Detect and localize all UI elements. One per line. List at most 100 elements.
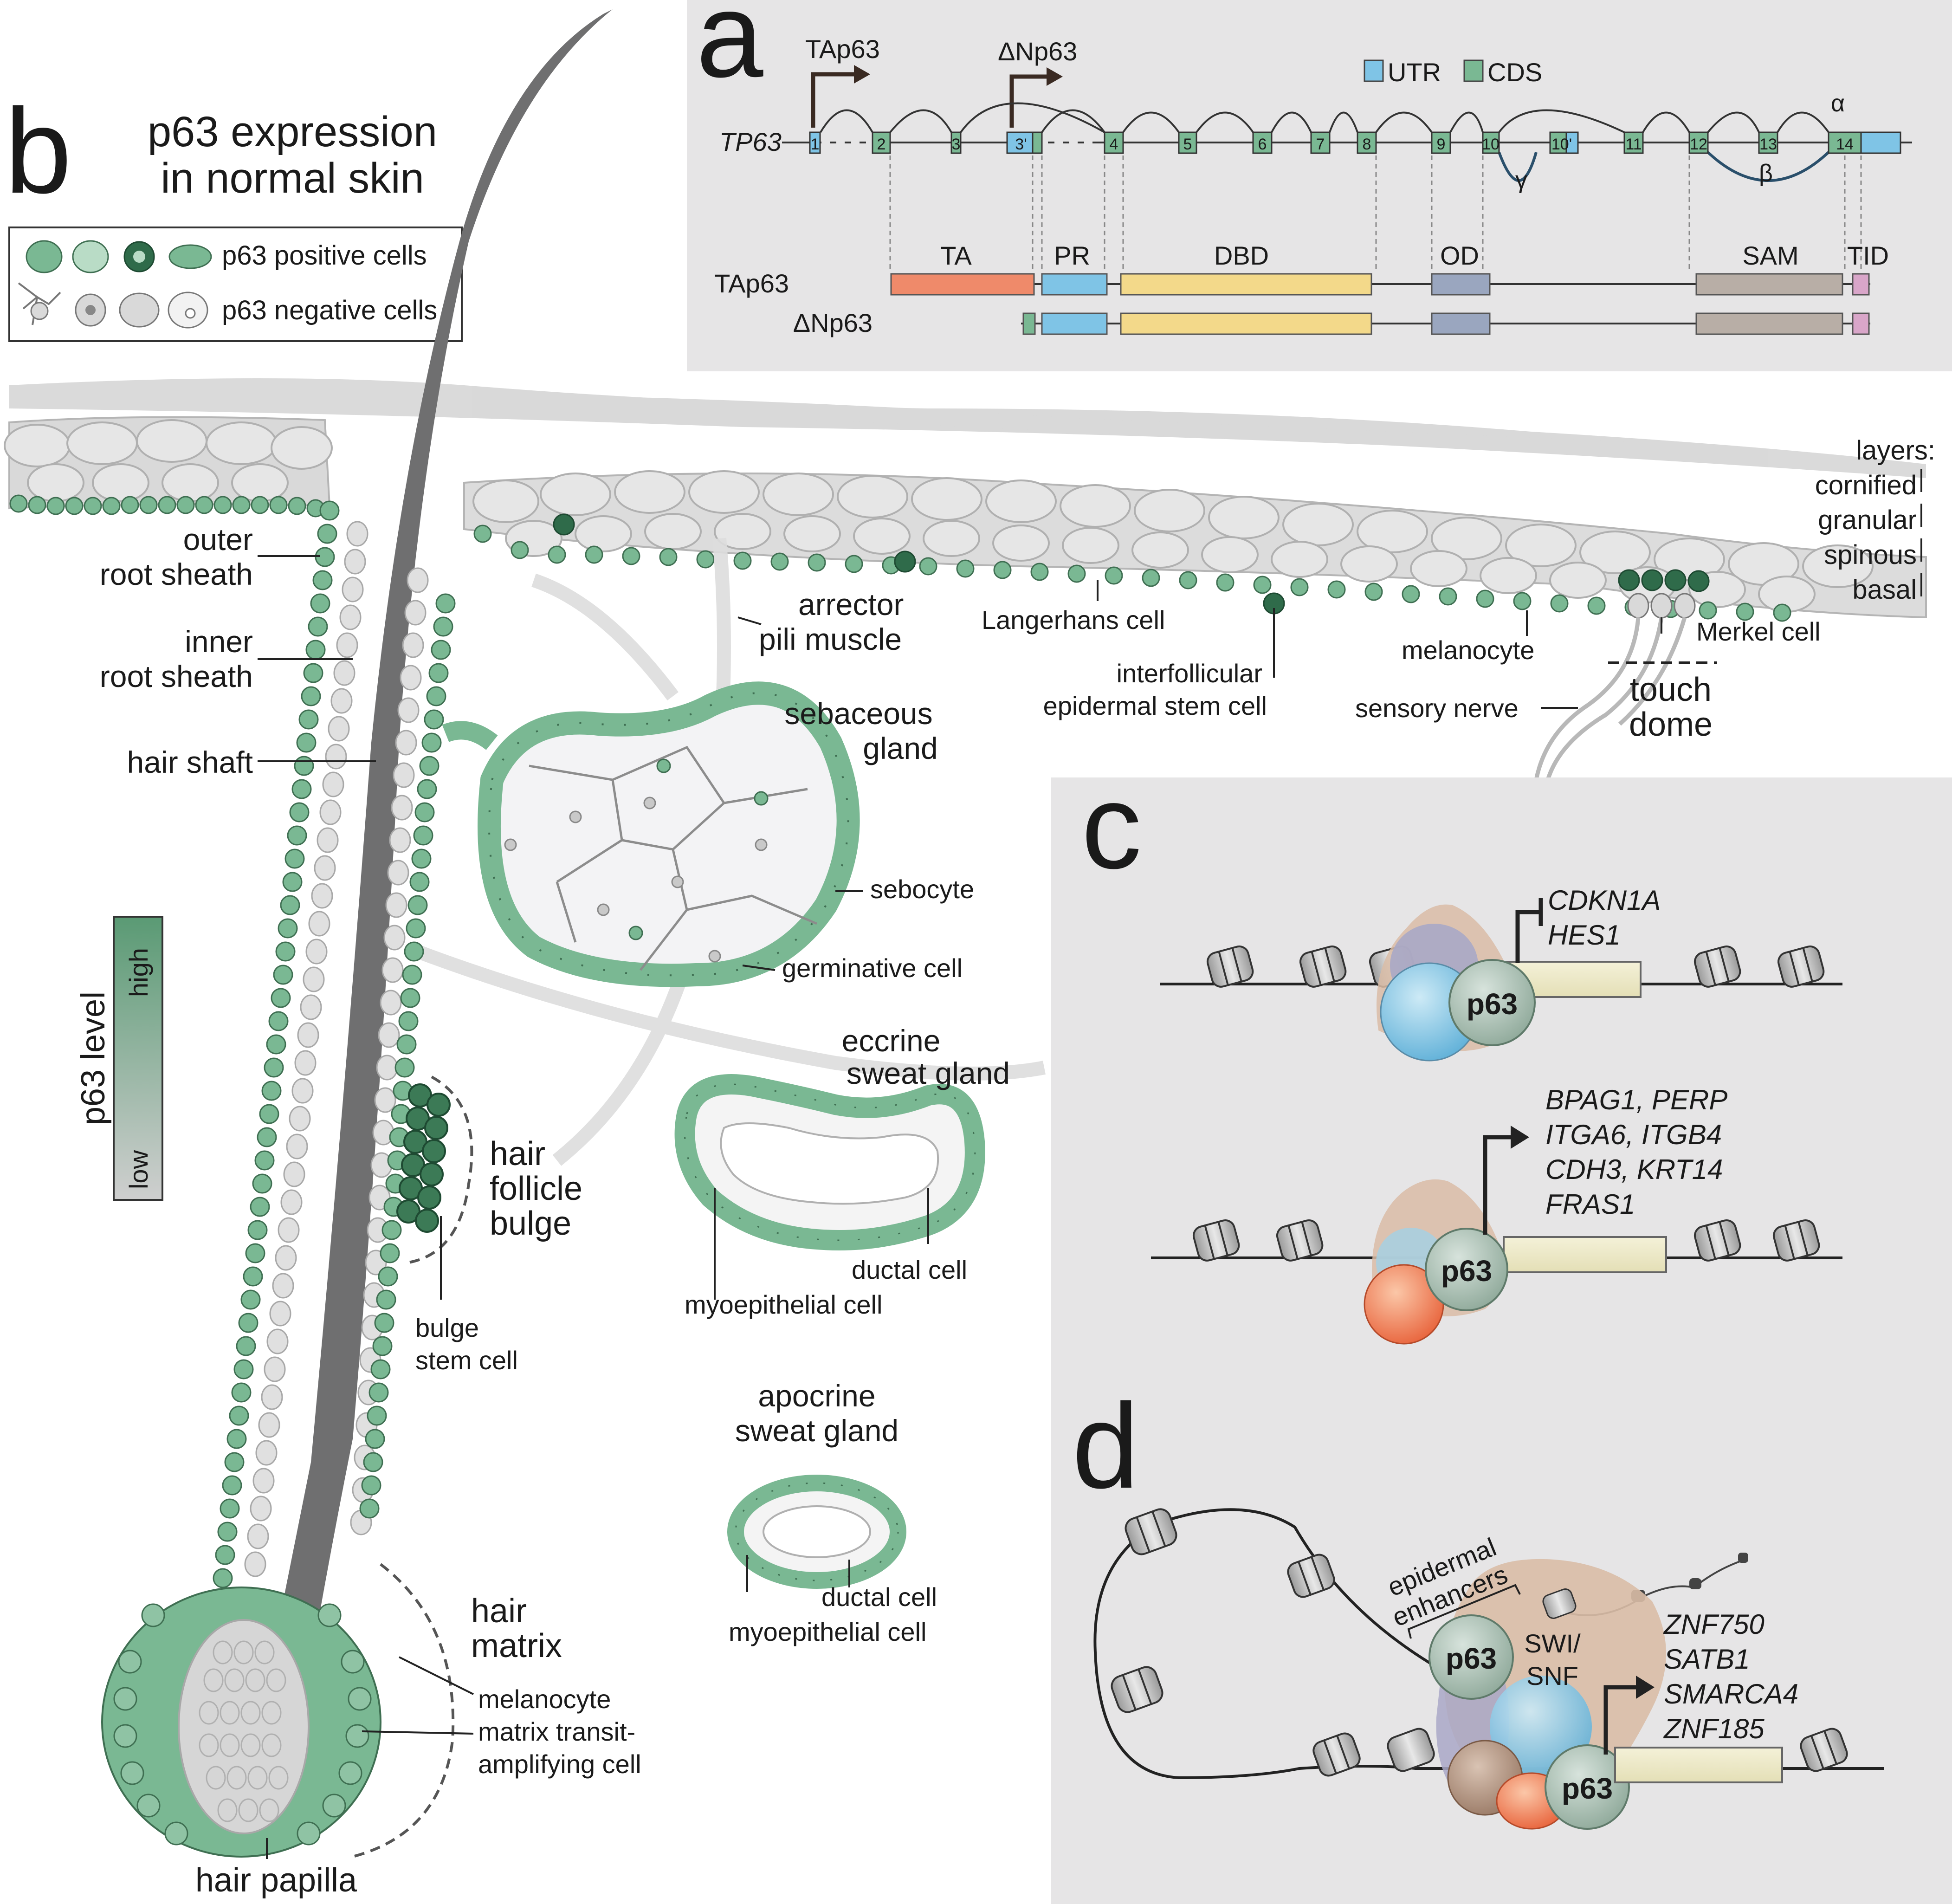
- exon-8: [1357, 131, 1377, 154]
- hair-papilla-label: hair papilla: [195, 1862, 357, 1899]
- svg-text:13: 13: [1759, 136, 1777, 153]
- dn-promoter-label: ΔNp63: [998, 37, 1077, 66]
- inner-root-sheath-label-1: inner: [185, 624, 253, 659]
- isoform-ta-tid-domain: [1852, 273, 1870, 296]
- eccrine-ductal-label: ductal cell: [852, 1255, 967, 1284]
- exon-7: [1310, 131, 1331, 154]
- splice-alpha: α: [1831, 90, 1845, 117]
- swisnf-label-1: SWI/: [1524, 1629, 1581, 1658]
- cds-legend-label: CDS: [1487, 58, 1542, 87]
- activated-gene-3: CDH3, KRT14: [1545, 1154, 1723, 1185]
- merkel-label: Merkel cell: [1696, 617, 1821, 646]
- activated-gene-2: ITGA6, ITGB4: [1545, 1119, 1722, 1150]
- svg-text:12: 12: [1690, 136, 1707, 153]
- outer-root-sheath-right: [359, 593, 456, 1519]
- svg-text:7: 7: [1316, 136, 1325, 153]
- panel-c-letter: c: [1081, 759, 1142, 894]
- isoform-ta-ta-domain: [890, 273, 1035, 296]
- projection-lines: [889, 155, 1862, 272]
- bulge-stem-label-2: stem cell: [415, 1346, 518, 1375]
- hair-shaft-label: hair shaft: [127, 745, 253, 779]
- ta-promoter-arrow: [811, 72, 854, 128]
- exon-6: [1252, 131, 1273, 154]
- high-p63-cells: [553, 513, 1710, 615]
- svg-text:6: 6: [1258, 136, 1267, 153]
- sebaceous-gland: [478, 681, 860, 987]
- enhancer-arrowhead: [1636, 1676, 1655, 1699]
- langerhans-label: Langerhans cell: [982, 605, 1165, 635]
- bulge-dashed-outline: [408, 1075, 473, 1264]
- outer-root-sheath-left: [213, 500, 340, 1588]
- isoform-dn-pr-domain: [1041, 312, 1108, 335]
- basal-cells-right: [473, 525, 1791, 622]
- enhancer-bracket: [1407, 1584, 1521, 1639]
- exon-4: [1104, 131, 1124, 154]
- hair-shaft: [260, 9, 613, 1717]
- activated-gene-4: FRAS1: [1545, 1189, 1635, 1220]
- exon-3: [950, 131, 962, 154]
- panel-d: d p63 p63 SWI/ SNF epidermal: [1072, 1379, 1884, 1830]
- layer-spinous: spinous: [1824, 540, 1917, 570]
- arrector-label-2: pili muscle: [759, 622, 902, 656]
- bulge-stem-cells: [396, 1083, 451, 1233]
- inner-root-sheath-label-2: root sheath: [100, 659, 253, 693]
- splice-arcs: [820, 102, 1830, 182]
- sebaceous-duct: [442, 721, 498, 750]
- merkel-cells: [1627, 593, 1696, 619]
- ta-promoter-label: TAp63: [805, 34, 880, 64]
- target-gene-3: SMARCA4: [1664, 1678, 1798, 1710]
- cornified-fibers: [9, 378, 1926, 478]
- p63-activator: [1425, 1228, 1508, 1311]
- p63-repressor: [1448, 959, 1536, 1046]
- p63-promoter-label: p63: [1562, 1772, 1613, 1805]
- activated-gene-1: BPAG1, PERP: [1545, 1084, 1727, 1115]
- exon-12: [1688, 131, 1709, 154]
- svg-text:8: 8: [1363, 136, 1371, 153]
- sebaceous-label-2: gland: [863, 731, 938, 765]
- sensory-nerve-fibers: [1534, 616, 1687, 781]
- legend-negative-label: p63 negative cells: [222, 295, 437, 325]
- repressed-gene-1: CDKN1A: [1548, 885, 1661, 916]
- isoform-dn-tid-domain: [1852, 312, 1870, 335]
- panel-a-background: [687, 0, 1952, 371]
- isoform-dn-sam-domain: [1695, 312, 1843, 335]
- matrix-label-1: hair: [471, 1593, 527, 1630]
- papilla-cells: [199, 1640, 289, 1822]
- target-gene-1: ZNF750: [1663, 1609, 1765, 1640]
- sebocyte-label: sebocyte: [870, 874, 974, 904]
- target-gene-4: ZNF185: [1663, 1713, 1765, 1744]
- svg-text:3: 3: [952, 136, 961, 153]
- sebaceous-label-1: sebaceous: [784, 696, 932, 731]
- activation-arrowhead: [1511, 1126, 1529, 1149]
- domain-od-label: OD: [1440, 241, 1479, 270]
- domain-tid-label: TID: [1847, 241, 1889, 270]
- svg-text:10': 10': [1551, 136, 1572, 153]
- p63-activator-label: p63: [1441, 1254, 1492, 1288]
- ta-arrowhead: [854, 65, 870, 84]
- outer-root-sheath-label-2: root sheath: [100, 557, 253, 591]
- svg-text:1: 1: [811, 136, 820, 153]
- apocrine-label-1: apocrine: [758, 1379, 875, 1413]
- touch-dome-label-2: dome: [1629, 706, 1713, 743]
- melanocyte-label: melanocyte: [1402, 635, 1534, 665]
- apocrine-myoepithelial-label: myoepithelial cell: [729, 1617, 926, 1646]
- matrix-dashed-outline: [352, 1563, 455, 1858]
- exon-5: [1178, 131, 1197, 154]
- domain-dbd-label: DBD: [1214, 241, 1269, 270]
- swisnf-label-2: SNF: [1526, 1661, 1578, 1690]
- svg-text:2: 2: [877, 136, 886, 153]
- isoform-dn-label: ΔNp63: [793, 308, 873, 337]
- ife-label-2: epidermal stem cell: [1043, 691, 1267, 720]
- inner-root-sheath-left: [244, 521, 368, 1577]
- exon-1: [809, 131, 821, 154]
- eccrine-label-1: eccrine: [842, 1023, 941, 1058]
- germinative-label: germinative cell: [782, 953, 963, 983]
- p63-level-scale-bar: [113, 916, 163, 1201]
- arrector-label-1: arrector: [798, 587, 904, 622]
- isoform-ta-sam-domain: [1695, 273, 1843, 296]
- loop-nucleosomes: [1111, 1508, 1848, 1777]
- panel-c: c p63 CDKN1A HES1 p63: [1081, 759, 1842, 1345]
- bulge-stem-label-1: bulge: [415, 1313, 479, 1342]
- isoform-ta-label: TAp63: [714, 269, 789, 298]
- p63-promoter: [1545, 1744, 1630, 1830]
